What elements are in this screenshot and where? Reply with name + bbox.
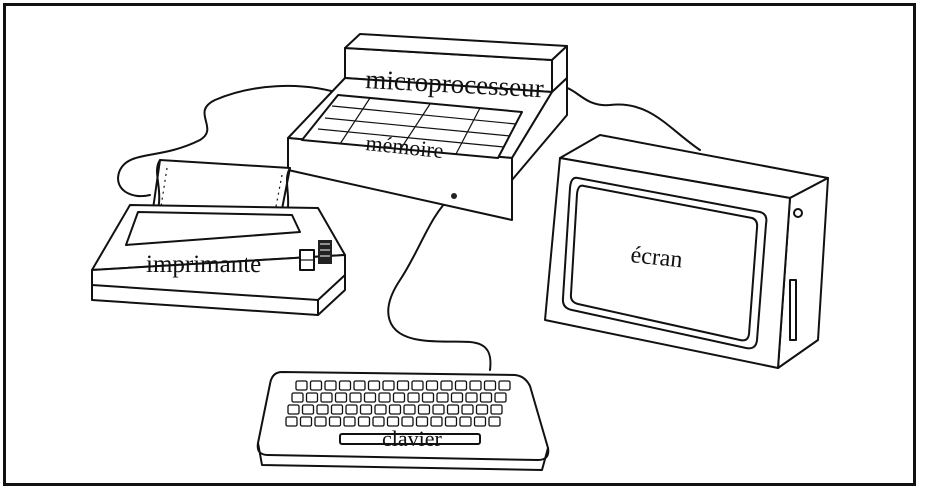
keyboard-key [452, 393, 463, 402]
keyboard-key [307, 393, 318, 402]
keyboard-key [481, 393, 492, 402]
screen-unit: écran [545, 135, 828, 368]
keyboard-key [365, 393, 376, 402]
keyboard-key [330, 417, 341, 426]
label-keyboard: clavier [382, 426, 443, 451]
keyboard-key [317, 405, 328, 414]
keyboard-key [390, 405, 401, 414]
keyboard-key [346, 405, 357, 414]
keyboard-key [456, 381, 467, 390]
keyboard-key [336, 393, 347, 402]
label-printer: imprimante [146, 251, 261, 278]
keyboard-key [373, 417, 384, 426]
cable-keyboard [388, 196, 490, 370]
keyboard-key [325, 381, 336, 390]
keyboard-key [446, 417, 457, 426]
keyboard-key [398, 381, 409, 390]
keyboard-key [441, 381, 452, 390]
keyboard-key [340, 381, 351, 390]
keyboard-key [301, 417, 312, 426]
keyboard-key [354, 381, 365, 390]
keyboard-key [286, 417, 297, 426]
keyboard-key [321, 393, 332, 402]
keyboard-key [470, 381, 481, 390]
keyboard-key [383, 381, 394, 390]
keyboard-key [379, 393, 390, 402]
keyboard-key [303, 405, 314, 414]
keyboard-key [394, 393, 405, 402]
keyboard-key [489, 417, 500, 426]
keyboard-key [375, 405, 386, 414]
keyboard-key [475, 417, 486, 426]
keyboard-key [361, 405, 372, 414]
keyboard-key [369, 381, 380, 390]
keyboard-key [404, 405, 415, 414]
printer-unit: imprimante [92, 160, 345, 315]
keyboard-key [427, 381, 438, 390]
keyboard-key [296, 381, 307, 390]
keyboard-key [344, 417, 355, 426]
keyboard-key [499, 381, 510, 390]
keyboard-key [359, 417, 370, 426]
keyboard-key [431, 417, 442, 426]
keyboard-key [491, 405, 502, 414]
keyboard-key [388, 417, 399, 426]
microprocessor-unit: microprocesseur mémoire [288, 34, 567, 220]
keyboard-key [402, 417, 413, 426]
keyboard-key [332, 405, 343, 414]
keyboard-unit: clavier [258, 372, 549, 470]
keyboard-key [412, 381, 423, 390]
keyboard-key [466, 393, 477, 402]
keyboard-key [462, 405, 473, 414]
keyboard-key [350, 393, 361, 402]
keyboard-key [433, 405, 444, 414]
keyboard-key [485, 381, 496, 390]
keyboard-key [292, 393, 303, 402]
keyboard-key [460, 417, 471, 426]
keyboard-key [315, 417, 326, 426]
keyboard-key [495, 393, 506, 402]
label-screen: écran [629, 242, 683, 273]
keyboard-key [448, 405, 459, 414]
keyboard-key [419, 405, 430, 414]
keyboard-key [288, 405, 299, 414]
keyboard-key [477, 405, 488, 414]
keyboard-key [417, 417, 428, 426]
keyboard-key [408, 393, 419, 402]
keyboard-key [423, 393, 434, 402]
keyboard-key [311, 381, 322, 390]
keyboard-key [437, 393, 448, 402]
